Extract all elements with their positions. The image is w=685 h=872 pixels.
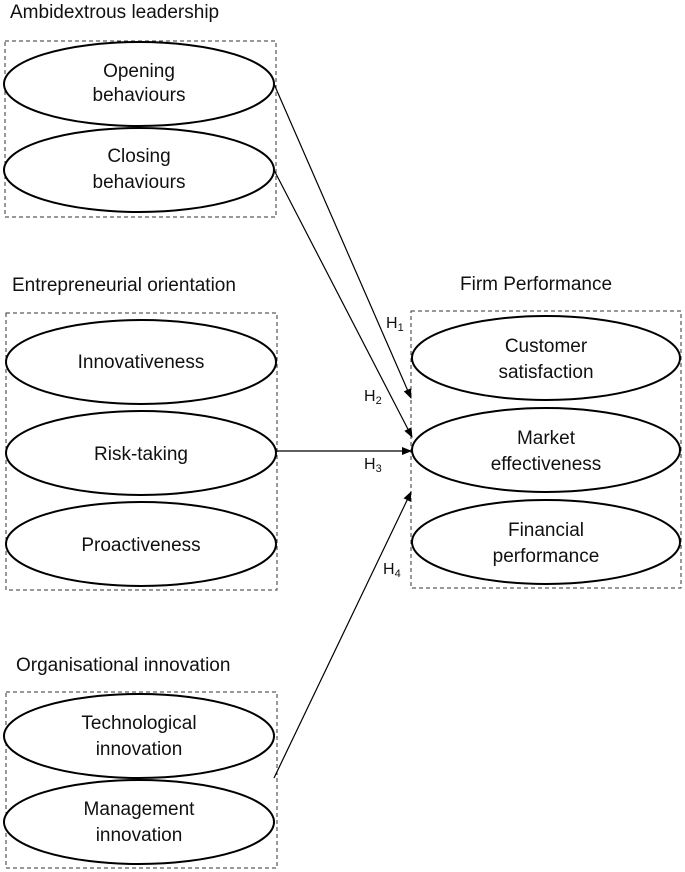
node-proactiveness: Proactiveness [5, 501, 277, 587]
hypothesis-label-h2: H2 [364, 388, 382, 407]
node-label-line1: Opening [103, 61, 175, 82]
node-label-line2: innovation [96, 825, 183, 846]
arrow-h2 [273, 169, 413, 438]
group-title-firm-performance: Firm Performance [460, 274, 612, 295]
node-innovativeness: Innovativeness [5, 319, 277, 405]
group-box-ambidextrous-leadership [4, 40, 277, 218]
node-label: Innovativeness [78, 352, 205, 373]
hypothesis-label-h4: H4 [383, 561, 401, 580]
node-label-line1: Technological [81, 713, 196, 734]
node-label-line2: effectiveness [491, 454, 602, 475]
group-box-organisational-innovation [5, 691, 278, 869]
node-label-line2: behaviours [93, 85, 186, 106]
node-label-line1: Management [84, 799, 196, 820]
group-title-entrepreneurial-orientation: Entrepreneurial orientation [12, 275, 236, 296]
node-label-line1: Customer [505, 336, 588, 357]
node-label: Proactiveness [81, 535, 200, 556]
group-title-ambidextrous-leadership: Ambidextrous leadership [10, 2, 219, 23]
node-label-line1: Financial [508, 520, 584, 541]
node-label-line2: innovation [96, 739, 183, 760]
node-label-line1: Closing [107, 146, 170, 167]
hypothesis-label-h3: H3 [364, 456, 382, 475]
node-market-effectiveness: Market effectiveness [411, 407, 681, 493]
node-closing-behaviours: Closing behaviours [3, 127, 275, 213]
node-risk-taking: Risk-taking [5, 410, 277, 496]
hypothesis-label-h1: H1 [386, 315, 404, 334]
node-customer-satisfaction: Customer satisfaction [411, 315, 681, 401]
arrow-h4 [273, 491, 412, 779]
node-technological-innovation: Technological innovation [3, 693, 275, 779]
node-label-line2: behaviours [93, 172, 186, 193]
arrow-h1 [273, 83, 412, 399]
node-financial-performance: Financial performance [411, 499, 681, 585]
node-label-line2: satisfaction [498, 362, 593, 383]
node-label: Risk-taking [94, 444, 188, 465]
node-label-line2: performance [493, 546, 600, 567]
node-opening-behaviours: Opening behaviours [3, 41, 275, 127]
node-management-innovation: Management innovation [3, 779, 275, 865]
node-label-line1: Market [517, 428, 576, 449]
group-title-organisational-innovation: Organisational innovation [16, 655, 230, 676]
